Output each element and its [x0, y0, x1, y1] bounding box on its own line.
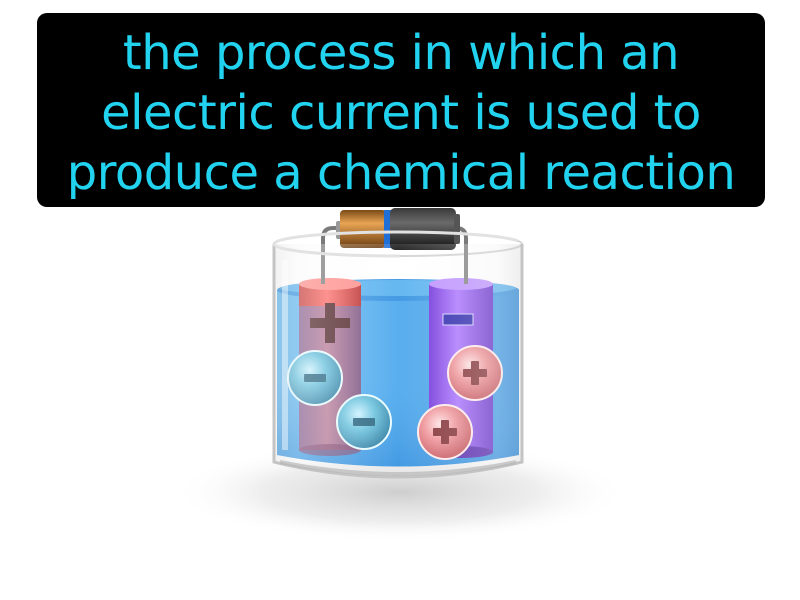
definition-caption: the process in which an electric current… — [37, 13, 765, 207]
beaker-front-rim — [272, 230, 524, 258]
anode-wire — [321, 226, 342, 284]
caption-line-3: produce a chemical reaction — [66, 145, 736, 201]
battery-icon — [336, 208, 460, 250]
beaker-glass — [272, 244, 524, 479]
electrolysis-illustration — [170, 208, 630, 542]
beaker-base — [279, 460, 517, 476]
glass-highlight — [282, 260, 288, 450]
caption-line-2: electric current is used to — [101, 85, 701, 141]
floor-shadow — [170, 442, 630, 542]
caption-line-1: the process in which an — [122, 25, 680, 81]
